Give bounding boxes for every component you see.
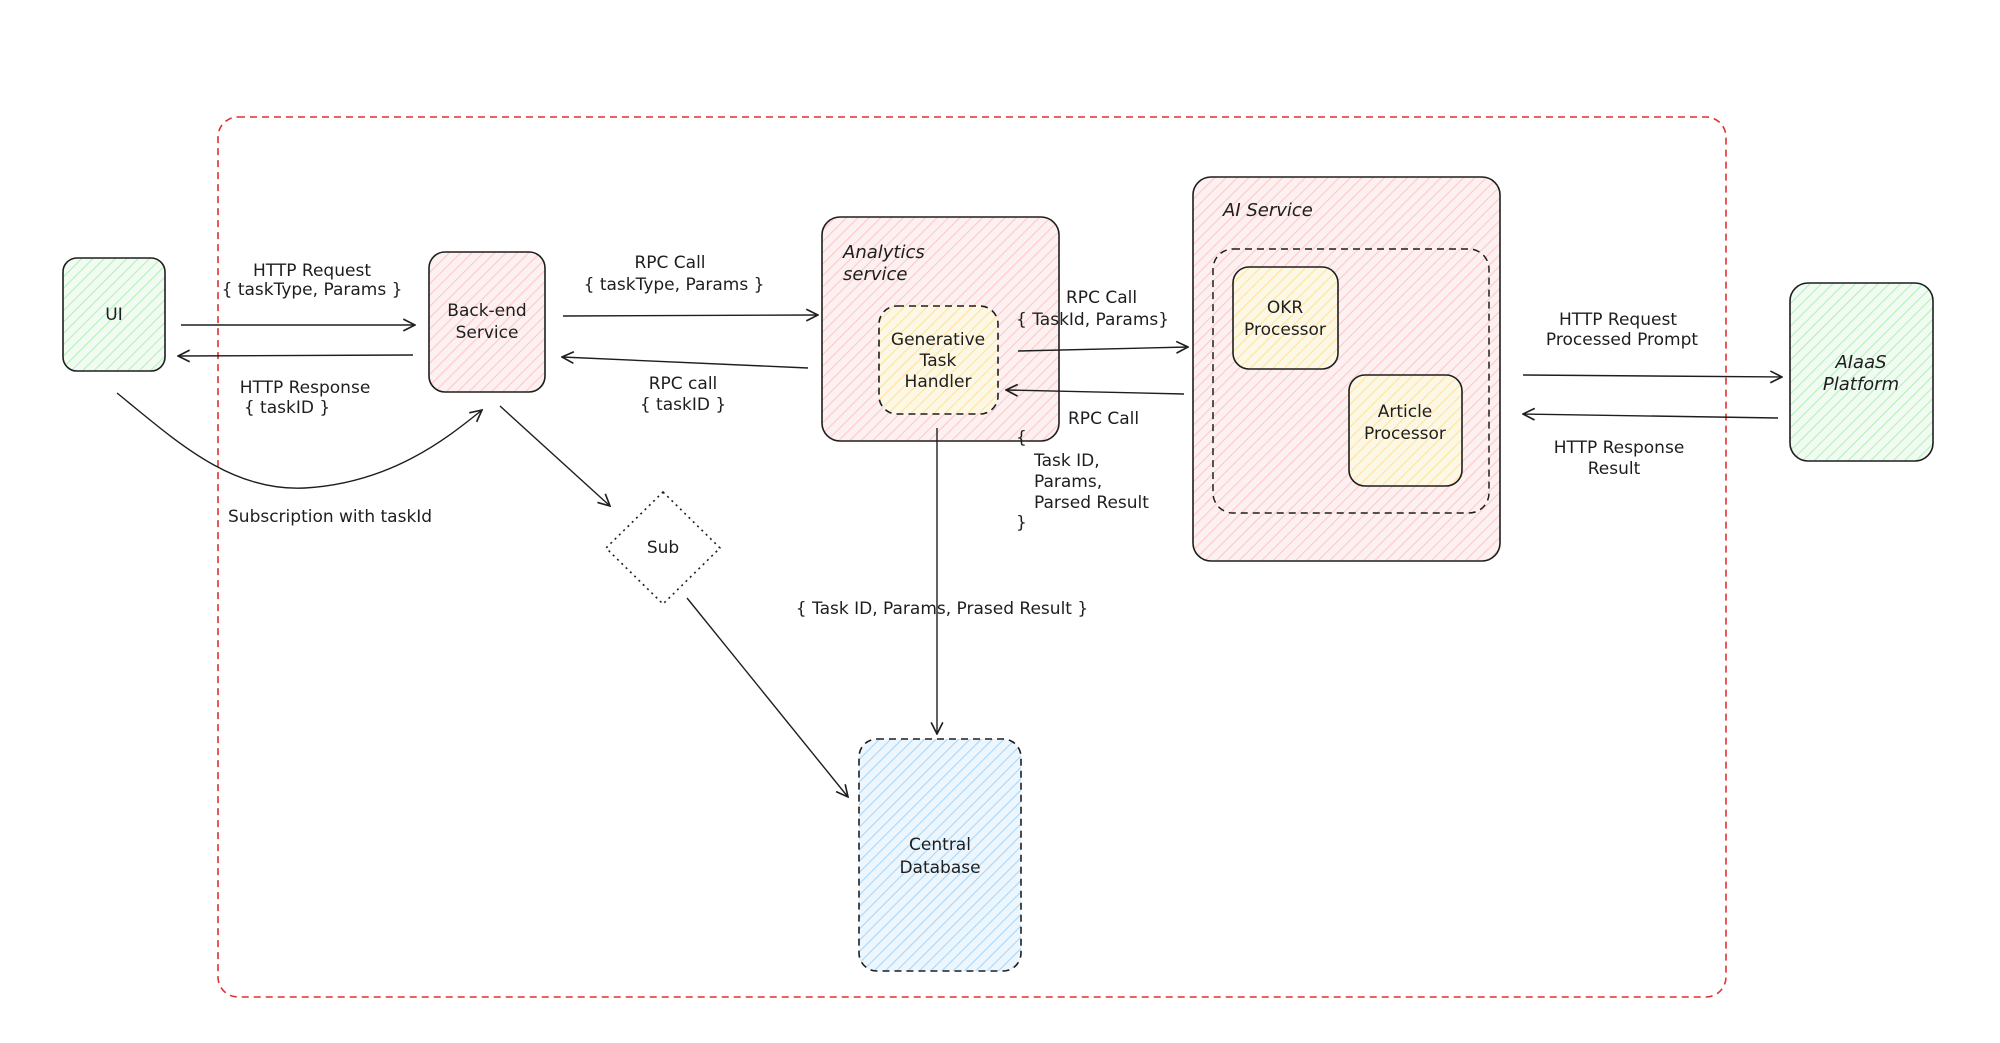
edge-rpc-call-1-back (562, 357, 809, 369)
node-task-handler-label-line2: Task (919, 351, 957, 371)
label-db-write: { Task ID, Params, Prased Result } (796, 599, 1088, 619)
node-backend-label-line2: Service (456, 323, 519, 343)
node-task-handler-label-line1: Generative (891, 330, 985, 350)
edge-sub-to-database (686, 597, 848, 797)
system-boundary (217, 116, 1727, 998)
node-db-label-line1: Central (909, 835, 971, 855)
node-sub-label: Sub (647, 538, 679, 558)
node-sub[interactable]: Sub (604, 490, 722, 606)
node-ai-service-title: AI Service (1222, 200, 1313, 221)
node-task-handler-label-line3: Handler (905, 372, 972, 392)
label-rpc-payload-line3: Params, (1034, 472, 1102, 492)
node-article-label-line2: Processor (1364, 424, 1446, 444)
node-aiaas-label-line2: Platform (1823, 374, 1899, 395)
node-generative-task-handler[interactable]: Generative Task Handler (878, 305, 999, 415)
label-http-response-2-line1: HTTP Response (1554, 438, 1685, 458)
edge-rpc-call-1 (562, 315, 818, 316)
label-http-request-2-line2: Processed Prompt (1546, 330, 1698, 350)
edge-backend-to-sub (499, 405, 610, 506)
label-subscription: Subscription with taskId (228, 507, 432, 527)
node-okr-processor[interactable]: OKR Processor (1232, 266, 1339, 370)
label-rpc-payload-line2: Task ID, (1033, 451, 1100, 471)
edge-rpc-call-2-back (1006, 390, 1185, 394)
node-backend-label-line1: Back-end (447, 301, 526, 321)
label-rpc-call-1-line1: RPC Call (634, 253, 705, 273)
label-http-request-line1: HTTP Request (253, 261, 371, 281)
node-analytics-title-line2: service (843, 264, 907, 285)
label-rpc-payload-line5: } (1016, 513, 1027, 533)
label-rpc-payload-line4: Parsed Result (1034, 493, 1149, 513)
label-rpc-call-1-back-line2: { taskID } (640, 395, 726, 415)
node-aiaas-platform[interactable]: AIaaS Platform (1789, 282, 1934, 462)
node-db-label-line2: Database (899, 858, 980, 878)
node-aiaas-label-line1: AIaaS (1834, 352, 1886, 373)
label-rpc-call-1-back-line1: RPC call (649, 374, 718, 394)
node-analytics-title-line1: Analytics (842, 242, 925, 263)
label-http-request-line2: { taskType, Params } (222, 280, 403, 300)
edge-http-response (178, 355, 414, 356)
label-rpc-payload-line1: { (1016, 428, 1027, 448)
node-article-label-line1: Article (1378, 402, 1433, 422)
ai-processor-group (1212, 248, 1490, 514)
node-ui-label: UI (105, 305, 122, 325)
edge-http-response-2 (1523, 414, 1779, 418)
node-ui[interactable]: UI (62, 257, 166, 372)
node-central-database[interactable]: Central Database (858, 738, 1022, 972)
node-backend-service[interactable]: Back-end Service (428, 251, 546, 393)
label-http-request-2-line1: HTTP Request (1559, 310, 1677, 330)
edge-rpc-call-2 (1017, 347, 1188, 351)
node-article-processor[interactable]: Article Processor (1348, 374, 1463, 487)
node-okr-label-line2: Processor (1244, 320, 1326, 340)
label-rpc-call-2-line2: { TaskId, Params} (1016, 310, 1169, 330)
label-http-response-2-line2: Result (1588, 459, 1641, 479)
edge-subscription (116, 392, 482, 489)
label-http-response-line1: HTTP Response (240, 378, 371, 398)
node-ai-service[interactable]: AI Service (1192, 176, 1501, 562)
node-okr-label-line1: OKR (1267, 298, 1304, 318)
label-http-response-line2: { taskID } (244, 398, 330, 418)
label-rpc-call-2-back: RPC Call (1068, 409, 1139, 429)
edge-http-request-2 (1522, 375, 1782, 377)
label-rpc-call-2-line1: RPC Call (1066, 288, 1137, 308)
label-rpc-call-1-line2: { taskType, Params } (584, 275, 765, 295)
